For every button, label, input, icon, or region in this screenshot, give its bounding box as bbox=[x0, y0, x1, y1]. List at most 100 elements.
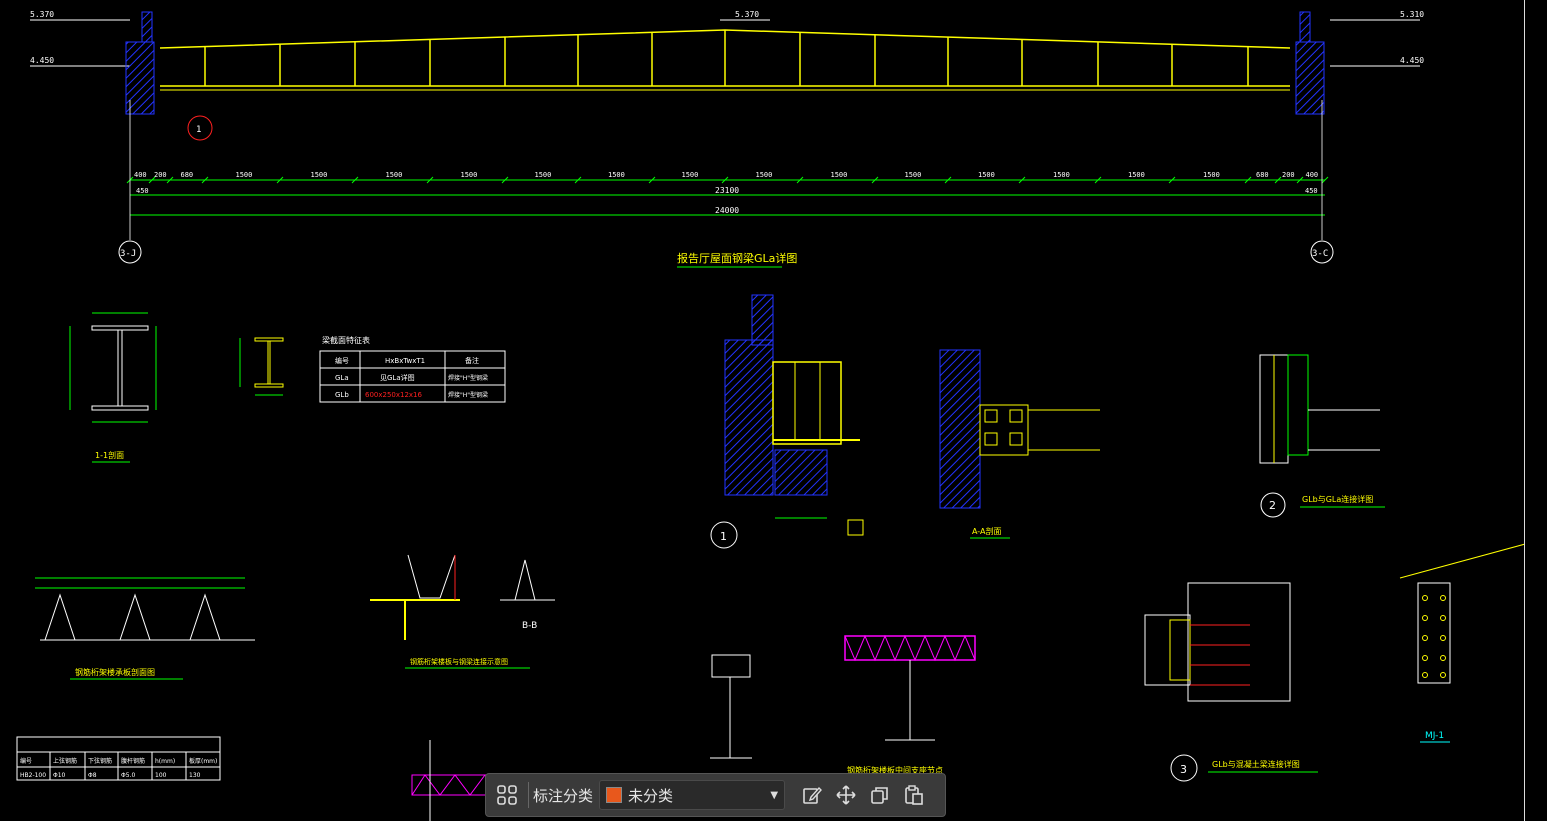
axis-bubble-right bbox=[1310, 240, 1334, 264]
spec-header: 板厚(mm) bbox=[189, 757, 217, 765]
dim-edge-left: 450 bbox=[136, 187, 149, 195]
spec-header: h(mm) bbox=[155, 758, 175, 765]
section-a-a-label: A-A剖面 bbox=[972, 526, 1001, 536]
dim-label: 1500 bbox=[535, 171, 552, 179]
copy-icon[interactable] bbox=[863, 778, 897, 812]
dim-label: 1500 bbox=[1053, 171, 1070, 179]
spec-cell: Φ10 bbox=[53, 772, 66, 779]
dim-tick bbox=[276, 176, 284, 184]
drawing-title: 报告厅屋面钢梁GLa详图 bbox=[677, 251, 797, 265]
section-1-1: 1-1剖面 bbox=[69, 312, 157, 463]
dim-total-inner: 23100 bbox=[715, 186, 739, 195]
dim-tick bbox=[201, 176, 209, 184]
dim-tick bbox=[796, 176, 804, 184]
bolt-hole bbox=[1440, 635, 1446, 641]
category-dropdown-value: 未分类 bbox=[628, 786, 674, 805]
detail-3-title: GLb与混凝土梁连接详图 bbox=[1212, 759, 1300, 769]
left-column bbox=[125, 41, 155, 115]
section-b-b-label: B-B bbox=[522, 621, 537, 631]
bolt-hole bbox=[1440, 615, 1446, 621]
elev-top-left: 5.370 bbox=[30, 10, 54, 19]
dim-edge-right: 450 bbox=[1305, 187, 1318, 195]
detail-1-label: 1 bbox=[720, 530, 727, 543]
dim-label: 1500 bbox=[1203, 171, 1220, 179]
detail-2: 2 GLb与GLa连接详图 bbox=[1259, 354, 1385, 518]
category-dropdown[interactable]: 未分类 ▼ bbox=[599, 780, 786, 810]
bolt-hole bbox=[1440, 655, 1446, 661]
dim-label: 1500 bbox=[461, 171, 478, 179]
right-column bbox=[1295, 41, 1325, 115]
dim-label: 1500 bbox=[756, 171, 773, 179]
spec-cell: 100 bbox=[155, 772, 167, 779]
dim-tick bbox=[351, 176, 359, 184]
dim-label: 1500 bbox=[831, 171, 848, 179]
dim-label: 1500 bbox=[978, 171, 995, 179]
move-icon[interactable] bbox=[829, 778, 863, 812]
dim-tick bbox=[426, 176, 434, 184]
deck-title: 钢筋桁架楼承板剖面图 bbox=[75, 667, 155, 677]
dim-label: 400 bbox=[1306, 171, 1319, 179]
table-cell: 600x250x12x16 bbox=[365, 391, 423, 399]
truss-detail: 钢筋桁架楼板中间支座节点 bbox=[844, 634, 976, 775]
spec-header: 上弦钢筋 bbox=[53, 757, 77, 765]
dim-tick bbox=[166, 176, 174, 184]
dim-label: 1500 bbox=[311, 171, 328, 179]
elev-top-right: 5.310 bbox=[1400, 10, 1424, 19]
spec-header: 下弦钢筋 bbox=[88, 757, 112, 765]
table-h-0: 编号 bbox=[335, 356, 349, 365]
toolbar-divider bbox=[528, 782, 529, 808]
grid-menu-icon[interactable] bbox=[490, 778, 524, 812]
deck-connection: B-B 钢筋桁架楼板与钢梁连接示意图 bbox=[370, 554, 555, 669]
axis-label-right: 3-C bbox=[1312, 249, 1328, 259]
dim-label: 1500 bbox=[608, 171, 625, 179]
dim-tick bbox=[944, 176, 952, 184]
table-cell: 焊接"H"型钢梁 bbox=[448, 374, 488, 382]
spec-header: 编号 bbox=[20, 757, 32, 765]
dim-label: 1500 bbox=[682, 171, 699, 179]
mj-1-plate: MJ-1 bbox=[1399, 539, 1541, 743]
dim-tick bbox=[1296, 176, 1304, 184]
dim-tick bbox=[1094, 176, 1102, 184]
annotation-category-label: 标注分类 bbox=[533, 786, 594, 805]
dim-tick bbox=[721, 176, 729, 184]
dim-label: 1500 bbox=[386, 171, 403, 179]
table-cell: 焊接"H"型钢梁 bbox=[448, 391, 488, 399]
axis-label-left: 3-J bbox=[120, 249, 136, 259]
table-h-1: HxBxTwxT1 bbox=[385, 357, 425, 365]
dim-tick bbox=[1244, 176, 1252, 184]
detail-3: 3 GLb与混凝土梁连接详图 bbox=[1144, 582, 1318, 782]
table-cell: GLb bbox=[335, 391, 349, 399]
dim-tick bbox=[871, 176, 879, 184]
table-h-2: 备注 bbox=[465, 356, 479, 365]
section-a-a: A-A剖面 bbox=[939, 349, 1100, 539]
table-cell: 见GLa详图 bbox=[380, 373, 415, 382]
edit-icon[interactable] bbox=[795, 778, 829, 812]
spec-cell: HB2-100 bbox=[20, 772, 46, 779]
detail-2-label: 2 bbox=[1269, 499, 1276, 512]
dim-label: 200 bbox=[1282, 171, 1295, 179]
chevron-down-icon: ▼ bbox=[770, 789, 779, 801]
elev-mid-right: 4.450 bbox=[1400, 56, 1424, 65]
bolt-hole bbox=[1422, 615, 1428, 621]
section-h-symbol bbox=[239, 337, 284, 396]
dim-tick bbox=[574, 176, 582, 184]
detail-3-label: 3 bbox=[1180, 763, 1187, 776]
section-1-1-label: 1-1剖面 bbox=[95, 450, 124, 460]
dim-label: 680 bbox=[1256, 171, 1269, 179]
bolt-hole bbox=[1422, 635, 1428, 641]
dim-label: 400 bbox=[134, 171, 147, 179]
spec-cell: 130 bbox=[189, 772, 201, 779]
dim-label: 1500 bbox=[236, 171, 253, 179]
bolt-hole bbox=[1440, 595, 1446, 601]
dim-tick bbox=[1274, 176, 1282, 184]
dim-tick bbox=[501, 176, 509, 184]
category-color-swatch bbox=[606, 787, 623, 803]
detail-2-title: GLb与GLa连接详图 bbox=[1302, 494, 1373, 504]
axis-bubble-left bbox=[118, 240, 142, 264]
paste-icon[interactable] bbox=[897, 778, 931, 812]
steel-deck-title: 钢筋桁架楼板中间支座节点 bbox=[847, 765, 943, 775]
dim-label: 680 bbox=[181, 171, 194, 179]
bolt-hole bbox=[1422, 595, 1428, 601]
dim-tick bbox=[1321, 176, 1329, 184]
